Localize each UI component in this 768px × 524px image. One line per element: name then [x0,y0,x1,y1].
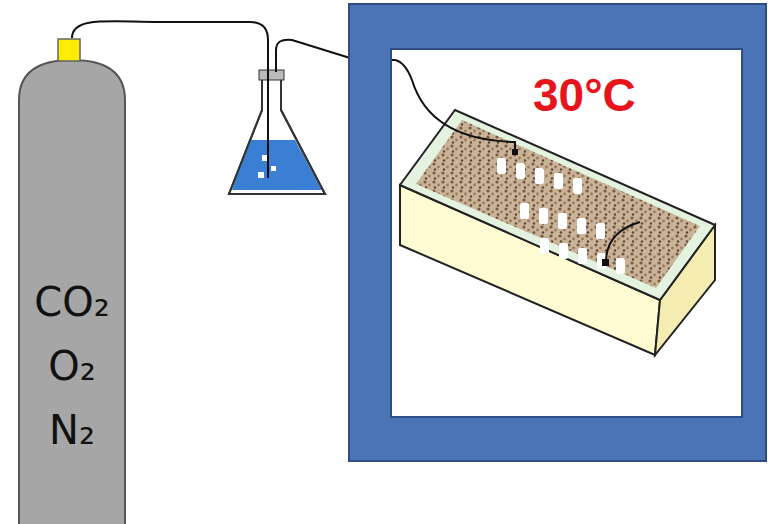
gas-cylinder: CO₂ O₂ N₂ [18,38,126,524]
probe [512,149,518,155]
tray [400,110,715,355]
incubator-chamber: 30°C [350,5,765,460]
gas-inlet-tube [390,60,515,152]
bubbler-flask [229,70,325,194]
sensor [602,259,609,266]
gas-mixture-label: CO₂ O₂ N₂ [24,38,120,462]
sensor-wire [606,222,640,262]
temperature-label: 30°C [533,68,636,122]
